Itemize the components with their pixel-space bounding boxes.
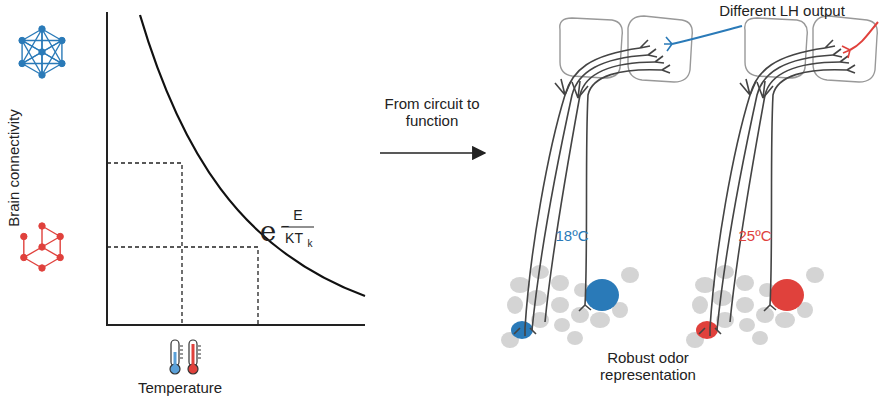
- network-node: [39, 72, 45, 78]
- network-node: [39, 265, 45, 271]
- network-node: [59, 37, 65, 43]
- network-node: [19, 60, 25, 66]
- output-label: Different LH output: [719, 2, 845, 19]
- network-node: [39, 244, 45, 250]
- axis-title: Temperature: [138, 379, 222, 396]
- network-node: [21, 254, 27, 260]
- network-node: [39, 49, 45, 55]
- formula-numerator: E: [293, 207, 302, 223]
- network-node: [59, 60, 65, 66]
- network-node: [39, 26, 45, 32]
- temperature-label: 18ºC: [556, 227, 589, 244]
- formula-base: e: [260, 216, 277, 248]
- formula-denominator: KT: [285, 230, 303, 246]
- network-link: [22, 40, 62, 41]
- formula-subscript: k: [308, 238, 313, 250]
- network-link: [22, 41, 42, 76]
- network-link: [42, 41, 62, 76]
- temperature-label: 25ºC: [739, 227, 772, 244]
- network-node: [39, 223, 45, 229]
- arrow-label: From circuit to function: [384, 95, 480, 130]
- axis-title: Brain connectivity: [5, 109, 22, 227]
- caption-label: Robust odor representation: [573, 349, 723, 384]
- network-node: [21, 233, 27, 239]
- network-node: [57, 254, 63, 260]
- network-node: [57, 233, 63, 239]
- network-node: [19, 37, 25, 43]
